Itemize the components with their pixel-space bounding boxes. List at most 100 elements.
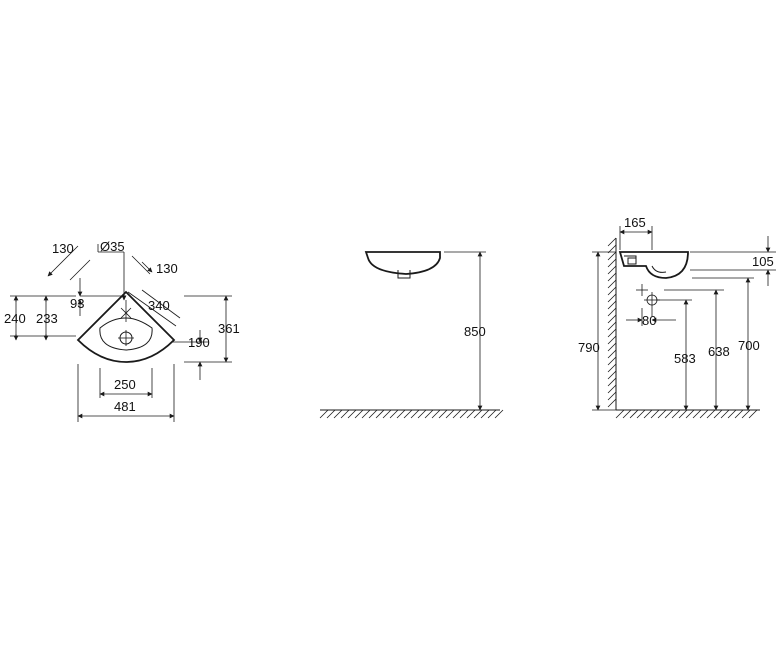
hatch-line	[692, 409, 702, 419]
top-view: 130 Ø35 130 93 340 240 233 361	[4, 239, 240, 422]
hatch-line	[326, 409, 336, 419]
hatch-line	[445, 409, 455, 419]
basin-plan-outline	[76, 290, 176, 363]
hatch-line	[629, 409, 639, 419]
hatch-line	[615, 409, 625, 419]
hatch-line	[368, 409, 378, 419]
dim-240: 240	[4, 311, 26, 326]
dim-80: 80	[642, 313, 656, 328]
dim-233: 233	[36, 311, 58, 326]
hatch-line	[424, 409, 434, 419]
dim-190: 190	[188, 335, 210, 350]
dim-340: 340	[148, 298, 170, 313]
hatch-line	[748, 409, 758, 419]
hatch-line	[361, 409, 371, 419]
dim-250: 250	[114, 377, 136, 392]
tap-hole-mark	[120, 300, 132, 322]
hatch-line	[487, 409, 497, 419]
hatch-line	[699, 409, 709, 419]
dim-361: 361	[218, 321, 240, 336]
hatch-line	[727, 409, 737, 419]
hatch-line	[643, 409, 653, 419]
hatch-line	[713, 409, 723, 419]
side-view: 165 105 80 583 638	[578, 215, 776, 419]
hatch-line	[734, 409, 744, 419]
hatch-line	[396, 409, 406, 419]
dim-481: 481	[114, 399, 136, 414]
hatch-line	[473, 409, 483, 419]
hatch-line	[671, 409, 681, 419]
hatch-line	[347, 409, 357, 419]
hatch-line	[657, 409, 667, 419]
hatch-line	[636, 409, 646, 419]
hatch-line	[333, 409, 343, 419]
hatch-line	[706, 409, 716, 419]
hatch-line	[607, 391, 617, 401]
hatch-line	[319, 409, 329, 419]
hatch-line	[664, 409, 674, 419]
hatch-line	[607, 398, 617, 408]
dim-93: 93	[70, 296, 84, 311]
hatch-line	[607, 356, 617, 366]
hatch-line	[607, 251, 617, 261]
hatch-line	[607, 258, 617, 268]
dim-638: 638	[708, 344, 730, 359]
hatch-line	[607, 349, 617, 359]
hatch-line	[678, 409, 688, 419]
dim-850: 850	[464, 324, 486, 339]
hatch-line	[607, 265, 617, 275]
hatch-line	[741, 409, 751, 419]
dim-165: 165	[624, 215, 646, 230]
hatch-line	[622, 409, 632, 419]
hatch-line	[452, 409, 462, 419]
hatch-line	[340, 409, 350, 419]
dim-130-right: 130	[156, 261, 178, 276]
hatch-line	[607, 272, 617, 282]
hatch-line	[494, 409, 504, 419]
hatch-line	[382, 409, 392, 419]
dim-790: 790	[578, 340, 600, 355]
dim-130-left: 130	[52, 241, 74, 256]
hatch-line	[607, 314, 617, 324]
hatch-line	[459, 409, 469, 419]
hatch-line	[607, 342, 617, 352]
dim-105: 105	[752, 254, 774, 269]
hatch-line	[431, 409, 441, 419]
floor-hatch-side	[615, 409, 758, 419]
hatch-line	[607, 279, 617, 289]
floor-hatch-front	[319, 409, 504, 419]
dim-diameter-35: Ø35	[100, 239, 125, 254]
hatch-line	[375, 409, 385, 419]
hatch-line	[466, 409, 476, 419]
hatch-line	[417, 409, 427, 419]
hatch-line	[685, 409, 695, 419]
hatch-line	[607, 286, 617, 296]
basin-plan-bowl	[99, 317, 153, 351]
hatch-line	[403, 409, 413, 419]
hatch-line	[607, 293, 617, 303]
dim-583: 583	[674, 351, 696, 366]
hatch-line	[607, 363, 617, 373]
hatch-line	[438, 409, 448, 419]
hatch-line	[607, 321, 617, 331]
basin-side-outline	[618, 251, 689, 279]
hatch-line	[354, 409, 364, 419]
hatch-line	[607, 328, 617, 338]
dim-700: 700	[738, 338, 760, 353]
hatch-line	[607, 335, 617, 345]
hatch-line	[607, 384, 617, 394]
hatch-line	[650, 409, 660, 419]
hatch-line	[607, 307, 617, 317]
hatch-line	[410, 409, 420, 419]
hatch-line	[720, 409, 730, 419]
wall-hatch	[607, 237, 617, 408]
hatch-line	[389, 409, 399, 419]
hatch-line	[607, 370, 617, 380]
front-view: 850	[319, 251, 504, 419]
hatch-line	[480, 409, 490, 419]
hatch-line	[607, 237, 617, 247]
hatch-line	[607, 377, 617, 387]
basin-front-outline	[364, 251, 441, 275]
hatch-line	[607, 300, 617, 310]
